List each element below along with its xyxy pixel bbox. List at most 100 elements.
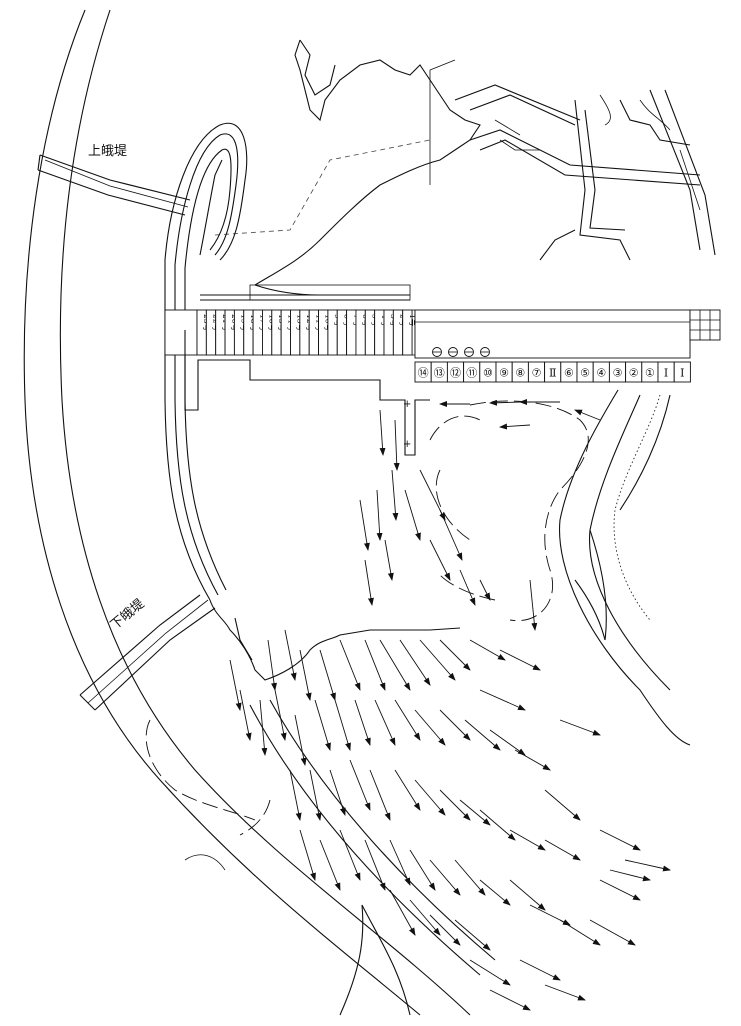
- flow-arrow: [409, 849, 436, 891]
- flow-arrow: [379, 409, 386, 456]
- flow-arrow: [379, 639, 411, 691]
- spillway-bay-label: ④: [596, 367, 606, 380]
- spillway-bay-label: ⑭: [418, 367, 429, 380]
- svg-text:+: +: [403, 399, 411, 410]
- flow-arrow: [299, 829, 316, 881]
- terrain-outline: [214, 39, 481, 296]
- flow-arrow: [369, 769, 391, 821]
- spillway-bay-label: ⑥: [564, 367, 574, 380]
- flow-arrow: [459, 799, 491, 826]
- flow-arrow: [319, 649, 336, 701]
- spillway-bay-label: ③: [613, 367, 623, 380]
- flow-arrow: [454, 919, 491, 951]
- flow-arrow: [489, 989, 531, 1011]
- flow-arrow: [479, 579, 491, 601]
- flow-arrow: [299, 649, 312, 701]
- flow-arrow: [609, 869, 651, 882]
- dam-blocks: 23号22号21号20号19号18号17号16号15号14号13号12号11号1…: [164, 309, 417, 356]
- guide-wall-loop: [164, 122, 248, 269]
- flow-arrow: [559, 919, 601, 946]
- flow-arrow: [229, 659, 242, 711]
- flow-arrow: [499, 423, 531, 430]
- spillway-bay-label: ⑬: [434, 367, 445, 380]
- eddy-curves: [145, 400, 589, 836]
- flow-arrows: [229, 399, 671, 1011]
- flow-arrow: [409, 899, 441, 936]
- end-grid: [689, 309, 721, 341]
- powerhouse: + +: [184, 284, 430, 456]
- flow-arrow: [574, 409, 601, 421]
- spillway-bay-label: Ⅱ: [549, 367, 556, 380]
- upper-cofferdam-label: 上皒堤: [88, 144, 127, 159]
- flow-arrow: [364, 839, 386, 891]
- flow-arrow: [429, 539, 451, 581]
- flow-arrow: [599, 879, 641, 901]
- flow-arrow: [479, 879, 511, 906]
- flow-arrow: [334, 699, 351, 751]
- upper-cofferdam: 上皒堤: [37, 144, 191, 216]
- flow-arrow: [339, 639, 361, 691]
- flow-arrow: [374, 699, 396, 746]
- flow-arrow: [393, 419, 400, 471]
- flow-arrow: [404, 489, 421, 541]
- spillway-bay-label: Ⅰ: [680, 367, 684, 380]
- svg-text:+: +: [403, 439, 411, 450]
- flow-arrow: [429, 914, 461, 946]
- flow-arrow: [439, 639, 471, 671]
- flow-arrow: [544, 984, 586, 1001]
- flow-arrow: [544, 839, 581, 861]
- flow-arrow: [489, 729, 526, 756]
- flow-arrow: [376, 489, 383, 541]
- spillway-bay-label: ⑤: [580, 367, 590, 380]
- flow-arrow: [469, 639, 506, 661]
- flow-arrow: [479, 689, 526, 711]
- spillway-bay-label: ⑩: [483, 367, 493, 380]
- flow-arrow: [319, 839, 341, 891]
- flow-arrow: [589, 919, 636, 946]
- flow-arrow: [439, 709, 471, 741]
- flow-arrow: [479, 809, 516, 841]
- flow-arrow: [394, 699, 421, 741]
- flow-arrow: [294, 714, 307, 766]
- flow-arrow: [259, 699, 268, 756]
- flow-arrow: [414, 779, 446, 816]
- spillway-bay-label: ⑨: [499, 367, 509, 380]
- flow-arrow: [544, 789, 581, 821]
- flow-arrow: [349, 759, 371, 811]
- spillway-bay-label: ⑧: [515, 367, 525, 380]
- flow-arrow: [314, 699, 331, 751]
- flow-arrow: [399, 639, 431, 686]
- spillway-bay-label: ①: [645, 367, 655, 380]
- lower-cofferdam: 下皒堤: [79, 594, 216, 711]
- flow-arrow: [391, 469, 399, 521]
- flow-arrow: [509, 829, 546, 851]
- flow-arrow: [364, 559, 374, 606]
- spillway-bay-label: ⑪: [466, 367, 477, 380]
- spillway-bay-label: ⑦: [532, 367, 542, 380]
- flow-arrow: [429, 859, 461, 896]
- spillway-bay-label: ②: [629, 367, 639, 380]
- flow-arrow: [284, 629, 297, 681]
- flow-arrow: [439, 509, 463, 561]
- flow-arrow: [309, 769, 322, 821]
- flow-arrow: [529, 579, 538, 631]
- flow-arrow: [519, 959, 561, 981]
- flow-arrow: [359, 499, 370, 551]
- right-bank: [558, 389, 691, 746]
- flow-arrow: [274, 689, 287, 741]
- dam-block-label: 1号: [408, 314, 417, 326]
- flow-arrow: [289, 769, 302, 821]
- spillway-bay-label: ⑫: [450, 367, 461, 380]
- flow-arrow: [394, 769, 421, 811]
- upstream-structures: [454, 84, 716, 261]
- spillway-bay-label: Ⅰ: [664, 367, 668, 380]
- flow-arrow: [329, 769, 346, 816]
- flow-arrow: [499, 649, 541, 671]
- flow-arrow: [489, 399, 521, 406]
- flow-arrow: [459, 569, 476, 606]
- flow-arrow: [469, 959, 511, 986]
- flow-arrow: [624, 859, 671, 872]
- flow-arrow: [414, 709, 446, 746]
- flow-boundary: [209, 599, 461, 681]
- flow-arrow: [384, 539, 394, 581]
